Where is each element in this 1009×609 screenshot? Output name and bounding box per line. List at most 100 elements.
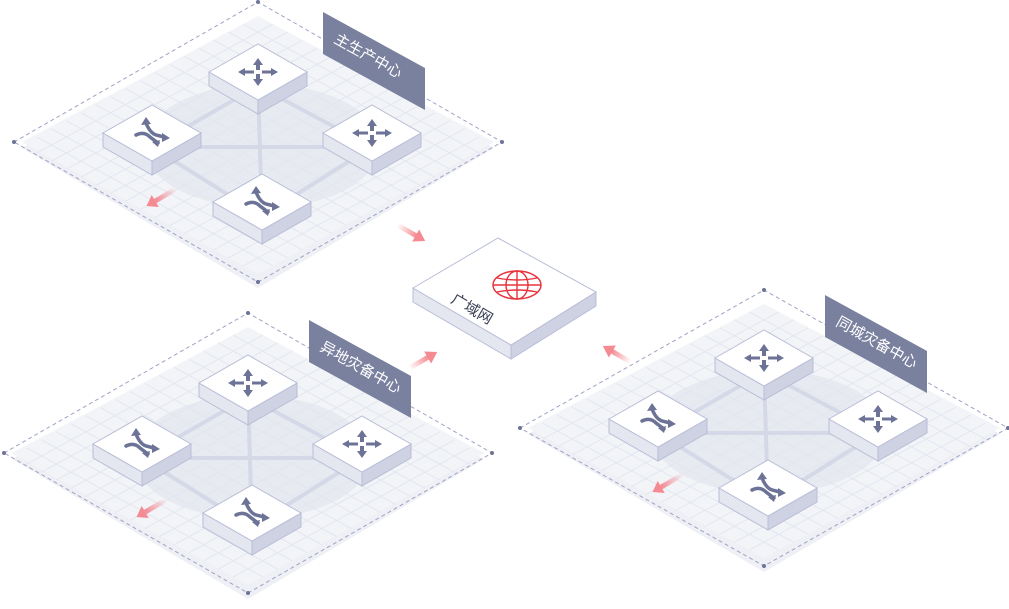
corner-marker bbox=[518, 426, 522, 430]
corner-marker bbox=[490, 451, 494, 455]
switch-top bbox=[321, 104, 423, 162]
arrow-head bbox=[647, 403, 657, 411]
arrow-path bbox=[124, 442, 150, 456]
arrow-head bbox=[668, 419, 676, 428]
arrow-shaft bbox=[143, 497, 168, 515]
arrow-head bbox=[142, 451, 150, 458]
four-way-arrows-icon bbox=[342, 430, 382, 458]
arrow-head bbox=[241, 497, 251, 505]
label-background bbox=[825, 295, 927, 393]
arrow-shape bbox=[744, 344, 784, 372]
switch-node bbox=[311, 415, 413, 487]
arrow-path bbox=[650, 407, 672, 425]
incoming-arrow-icon bbox=[396, 222, 426, 242]
incoming-arrow-icon bbox=[602, 345, 632, 365]
arrow-head bbox=[778, 488, 786, 497]
arrow-head bbox=[757, 472, 767, 480]
arrow-path bbox=[134, 432, 156, 450]
arrow-head bbox=[652, 480, 665, 494]
arrow-shaft bbox=[153, 186, 178, 204]
switch-node bbox=[101, 104, 203, 176]
switch-node bbox=[321, 104, 423, 176]
arrow-path bbox=[750, 486, 776, 500]
switch-node bbox=[607, 390, 709, 462]
arrow-head bbox=[412, 229, 426, 242]
switch-top bbox=[827, 390, 929, 448]
arrow-path bbox=[254, 190, 276, 208]
arrow-path bbox=[244, 501, 266, 519]
arrow-head bbox=[262, 209, 270, 216]
cluster-remote-dr: 异地灾备中心 bbox=[2, 311, 494, 599]
four-way-arrows-icon bbox=[744, 344, 784, 372]
cross-arrows-icon bbox=[244, 186, 280, 216]
arrow-path bbox=[134, 131, 160, 145]
arrow-shape bbox=[342, 430, 382, 458]
arrow-shaft bbox=[610, 348, 632, 365]
switch-node bbox=[713, 329, 815, 401]
corner-marker bbox=[12, 140, 16, 144]
arrow-head bbox=[152, 140, 160, 147]
switch-node bbox=[827, 390, 929, 462]
grid-line bbox=[233, 447, 470, 578]
switch-node bbox=[207, 43, 309, 115]
switch-node bbox=[211, 173, 313, 245]
switch-top bbox=[713, 329, 815, 387]
corner-marker bbox=[2, 451, 6, 455]
arrow-head bbox=[146, 194, 159, 208]
arrow-head bbox=[658, 426, 666, 433]
switch-top bbox=[207, 43, 309, 101]
cross-arrows-icon bbox=[750, 472, 786, 502]
arrow-shape bbox=[352, 119, 392, 147]
arrow-head bbox=[262, 513, 270, 522]
corner-marker bbox=[246, 591, 250, 595]
four-way-arrows-icon bbox=[238, 58, 278, 86]
outgoing-arrow-icon bbox=[652, 472, 684, 494]
corner-marker bbox=[246, 311, 250, 315]
four-way-arrows-icon bbox=[228, 369, 268, 397]
cross-arrows-icon bbox=[124, 428, 160, 458]
cross-arrows-icon bbox=[234, 497, 270, 527]
arrow-head bbox=[252, 520, 260, 527]
switch-node bbox=[91, 415, 193, 487]
arrow-head bbox=[141, 117, 151, 125]
outgoing-arrow-icon bbox=[136, 497, 168, 519]
arrow-path bbox=[244, 200, 270, 214]
switch-top bbox=[197, 354, 299, 412]
arrow-head bbox=[152, 444, 160, 453]
arrow-path bbox=[144, 121, 166, 139]
arrow-head bbox=[272, 202, 280, 211]
cluster-local-dr: 同城灾备中心 bbox=[518, 288, 1009, 572]
arrow-shaft bbox=[659, 472, 684, 490]
switch-top bbox=[311, 415, 413, 473]
wan-node: 广域网 bbox=[412, 237, 597, 360]
grid-line bbox=[749, 422, 986, 551]
cross-arrows-icon bbox=[134, 117, 170, 147]
label-background bbox=[309, 320, 411, 418]
arrow-shape bbox=[228, 369, 268, 397]
corner-marker bbox=[762, 564, 766, 568]
switch-node bbox=[201, 484, 303, 556]
cross-arrows-icon bbox=[640, 403, 676, 433]
arrow-path bbox=[234, 511, 260, 525]
corner-marker bbox=[762, 288, 766, 292]
arrow-path bbox=[760, 476, 782, 494]
switch-node bbox=[717, 459, 819, 531]
corner-marker bbox=[500, 140, 504, 144]
arrow-head bbox=[131, 428, 141, 436]
four-way-arrows-icon bbox=[858, 405, 898, 433]
label-background bbox=[323, 12, 425, 110]
arrow-shaft bbox=[408, 354, 430, 371]
arrow-head bbox=[424, 351, 438, 364]
arrow-path bbox=[640, 417, 666, 431]
corner-marker bbox=[256, 280, 260, 284]
arrow-head bbox=[251, 186, 261, 194]
arrow-shape bbox=[238, 58, 278, 86]
arrow-head bbox=[136, 505, 149, 519]
switch-node bbox=[197, 354, 299, 426]
corner-marker bbox=[256, 0, 260, 4]
arrow-shape bbox=[858, 405, 898, 433]
wan-top bbox=[412, 237, 597, 346]
grid-line bbox=[243, 136, 480, 267]
arrow-head bbox=[162, 133, 170, 142]
